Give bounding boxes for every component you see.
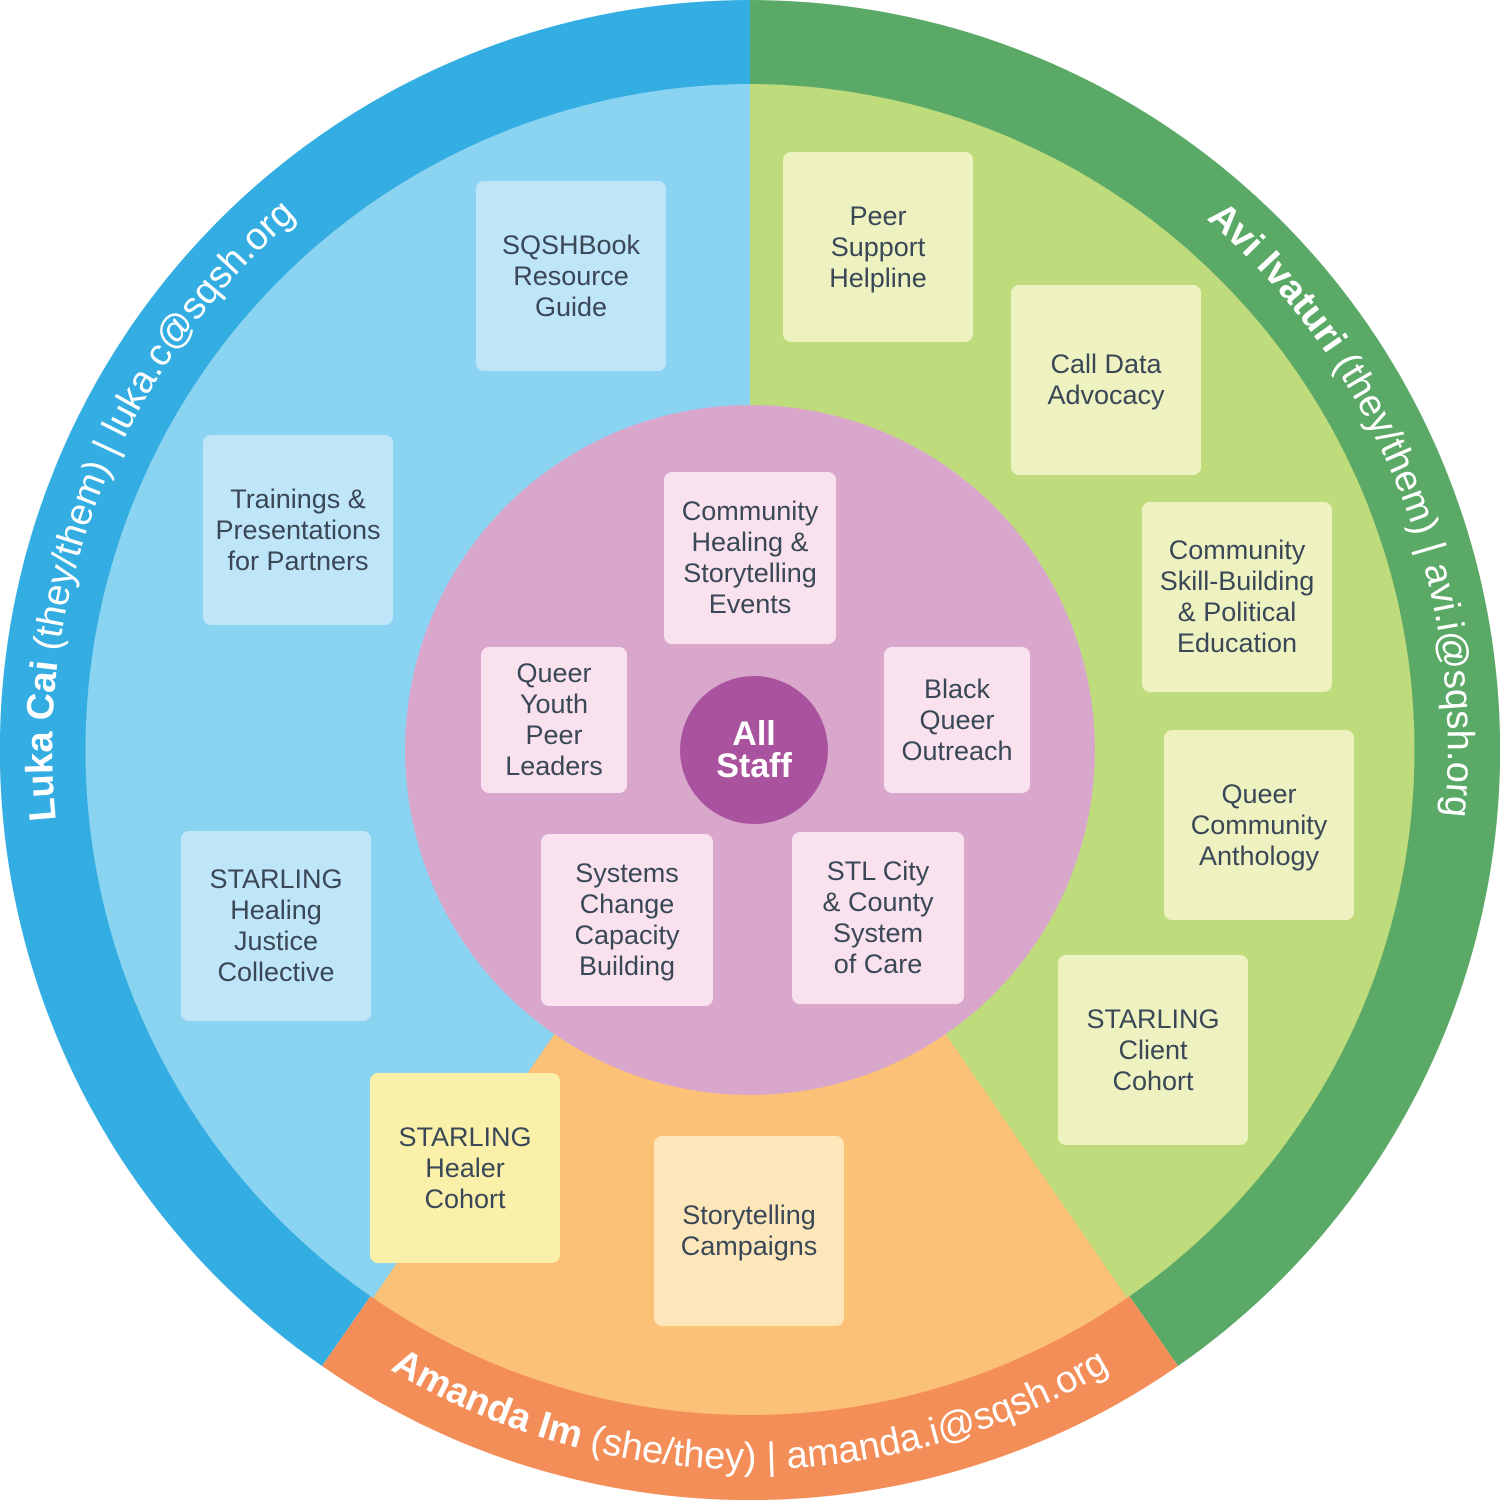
program-box-trainings: Trainings & Presentations for Partners (203, 435, 393, 625)
program-box-stl-system-of-care: STL City & County System of Care (792, 832, 964, 1004)
all-staff-label: All Staff (680, 676, 828, 824)
program-box-community-skill-building: Community Skill-Building & Political Edu… (1142, 502, 1332, 692)
program-box-queer-youth-peer-leaders: Queer Youth Peer Leaders (481, 647, 627, 793)
program-box-starling-client-cohort: STARLING Client Cohort (1058, 955, 1248, 1145)
program-box-peer-support-helpline: Peer Support Helpline (783, 152, 973, 342)
program-box-starling-healing-justice: STARLING Healing Justice Collective (181, 831, 371, 1021)
program-box-call-data-advocacy: Call Data Advocacy (1011, 285, 1201, 475)
program-box-storytelling-campaigns: Storytelling Campaigns (654, 1136, 844, 1326)
program-box-community-healing-events: Community Healing & Storytelling Events (664, 472, 836, 644)
program-box-starling-healer-cohort: STARLING Healer Cohort (370, 1073, 560, 1263)
program-box-systems-change: Systems Change Capacity Building (541, 834, 713, 1006)
program-box-queer-community-anthology: Queer Community Anthology (1164, 730, 1354, 920)
program-box-black-queer-outreach: Black Queer Outreach (884, 647, 1030, 793)
program-box-sqshbook: SQSHBook Resource Guide (476, 181, 666, 371)
